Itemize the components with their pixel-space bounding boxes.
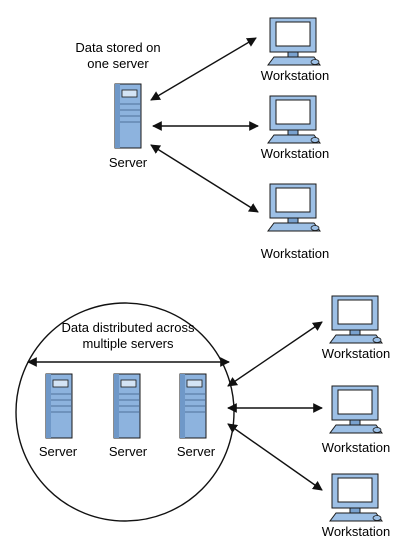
top-arrow-1 [150,37,257,101]
bottom-workstation-label-2: Workstation [321,440,391,455]
bottom-server-label-1: Server [38,444,78,459]
top-workstation-label-1: Workstation [260,68,330,83]
top-workstation-3 [267,183,321,232]
bottom-workstation-2 [329,385,383,434]
bottom-server-3 [179,373,207,439]
top-arrow-3 [150,144,259,213]
bottom-server-2 [113,373,141,439]
bottom-arrow-1 [227,321,323,387]
top-workstation-label-3: Workstation [260,246,330,261]
top-caption: Data stored on one server [75,40,160,72]
top-server [114,83,142,149]
bottom-caption: Data distributed across multiple servers [62,320,195,352]
top-workstation-1 [267,17,321,66]
top-workstation-label-2: Workstation [260,146,330,161]
bottom-server-label-2: Server [108,444,148,459]
bottom-workstation-label-3: Workstation [321,524,391,539]
top-server-label: Server [108,155,148,170]
top-caption-line-2: one server [87,56,149,71]
bottom-server-label-3: Server [176,444,216,459]
bottom-workstation-label-1: Workstation [321,346,391,361]
bottom-caption-line-1: Data distributed across [61,320,195,335]
bottom-workstation-3 [329,473,383,522]
bottom-workstation-1 [329,295,383,344]
bottom-caption-line-2: multiple servers [82,336,174,351]
top-caption-line-1: Data stored on [75,40,161,55]
bottom-arrow-3 [227,423,323,491]
top-workstation-2 [267,95,321,144]
bottom-server-1 [45,373,73,439]
